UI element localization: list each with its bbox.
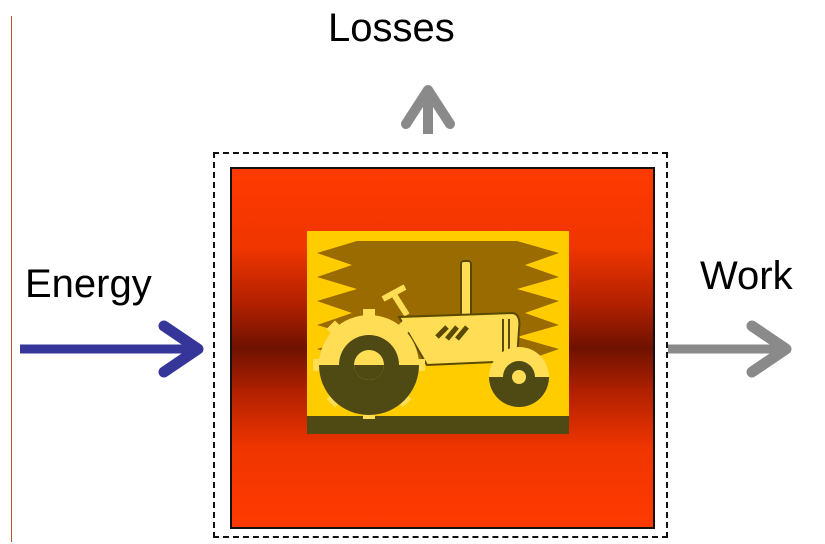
losses-label: Losses	[328, 6, 455, 50]
system-boundary	[213, 152, 668, 538]
energy-label: Energy	[25, 262, 152, 306]
tractor-icon	[307, 231, 569, 434]
work-label: Work	[700, 254, 793, 298]
left-border-line	[0, 16, 12, 542]
energy-arrow	[20, 320, 204, 378]
losses-arrow	[401, 85, 455, 134]
work-arrow	[668, 320, 792, 378]
